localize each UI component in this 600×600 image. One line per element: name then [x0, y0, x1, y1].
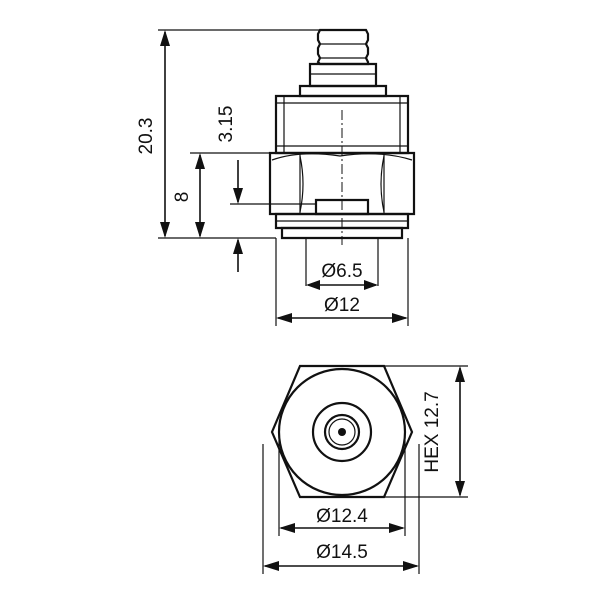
top-offset-label: 3.15	[216, 106, 237, 143]
inner-diameter-label: Ø6.5	[321, 261, 362, 282]
side-view: 20.3 8 3.15 Ø6.5	[136, 28, 416, 326]
dim-overall-height: 20.3	[136, 29, 320, 239]
dim-inner-diameter: Ø6.5	[306, 261, 378, 290]
outer-diameter-label: Ø12	[324, 295, 360, 316]
body-circle	[277, 367, 407, 497]
hex-size-label: HEX 12.7	[422, 391, 443, 472]
hex-section	[268, 151, 416, 216]
dim-bottom-inner-diameter: Ø12.4	[278, 440, 406, 536]
dim-top-offset: 3.15	[216, 106, 316, 272]
dim-bottom-outer-diameter: Ø14.5	[262, 444, 420, 574]
overall-height-label: 20.3	[136, 118, 157, 155]
bottom-inner-diameter-label: Ø12.4	[316, 506, 368, 527]
hex-depth-label: 8	[172, 192, 193, 203]
connector-pin	[338, 428, 346, 436]
connector-mid-circle	[323, 413, 361, 451]
dim-hex-size: HEX 12.7	[384, 365, 468, 498]
connector-outer-circle	[311, 401, 373, 463]
dim-outer-diameter: Ø12	[275, 238, 409, 326]
bottom-outer-diameter-label: Ø14.5	[316, 542, 368, 563]
bottom-view: HEX 12.7 Ø12.4 Ø14.5	[262, 364, 468, 574]
connector-top	[298, 28, 388, 98]
connector-inner-circle	[328, 418, 356, 446]
dim-hex-depth: 8	[172, 152, 270, 238]
